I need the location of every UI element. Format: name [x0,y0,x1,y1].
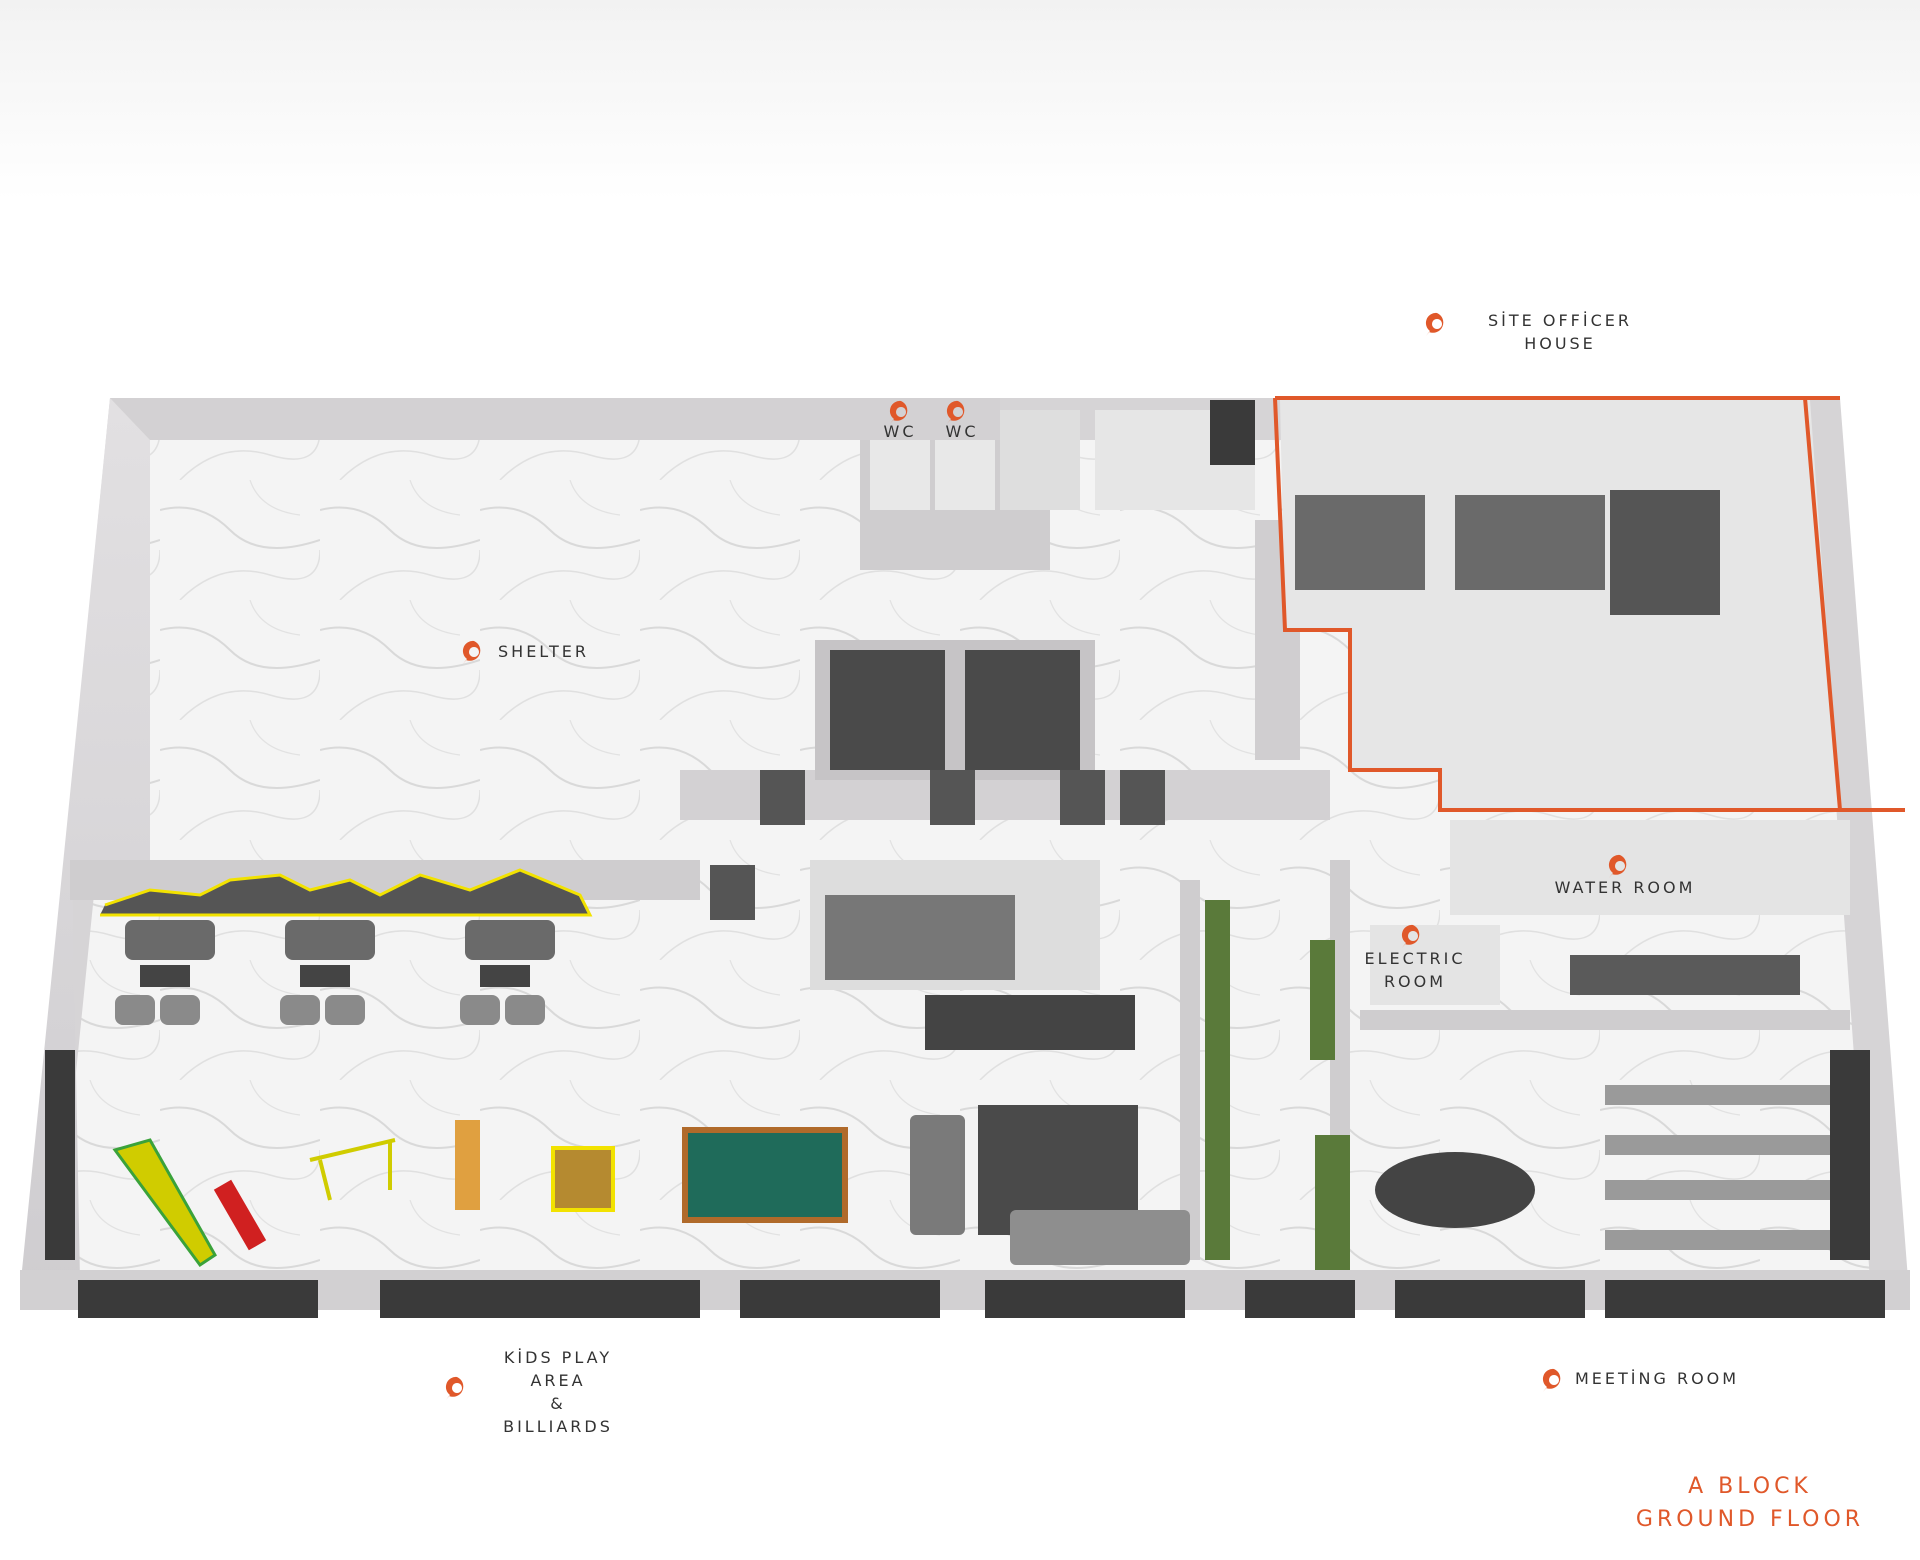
electric-room-line-2: ROOM [1383,972,1447,991]
lounge-sofa-side [910,1115,965,1235]
wc-label-1: WC [883,422,917,441]
meeting-table [1375,1152,1535,1228]
lounge-wall [1180,880,1200,1260]
kids-play-area-line-1: KİDS PLAY [503,1348,613,1367]
outer-wall-top [110,398,1000,440]
location-pin-icon [462,640,481,664]
swing [309,1138,396,1201]
bedroom-1 [1295,495,1425,590]
meeting-room-wall [1360,1010,1850,1030]
location-pin-icon [889,400,908,424]
rocking-horse [455,1120,480,1210]
meeting-chairs [1605,1085,1845,1250]
planter-strip-2 [1310,940,1335,1060]
location-pin-icon [445,1376,464,1400]
armchairs [115,995,545,1025]
location-pin-icon [946,400,965,424]
location-pin-icon [1401,924,1420,948]
electric-room-label: ELECTRIC ROOM [1360,947,1470,993]
front-windows [78,1280,1885,1318]
seesaw [213,1179,267,1251]
water-room-label: WATER ROOM [1554,878,1696,897]
lounge-sofa [1010,1210,1190,1265]
kids-play-area-label: KİDS PLAY AREA & BILLIARDS [483,1346,633,1438]
side-windows [45,400,1870,1260]
sofa-group [125,920,555,960]
site-officer-house-line-1: SİTE OFFİCER [1488,311,1632,330]
billiard-table [682,1127,848,1223]
storage-room [1000,410,1080,510]
meeting-cabinet [1570,955,1800,995]
living-rug [1610,490,1720,615]
wc-room-2 [935,440,995,510]
background-fade [0,0,1920,200]
sandbox [551,1146,615,1212]
location-pin-icon [1542,1368,1561,1392]
climbing-wall [100,868,593,917]
shelter-bottom-wall [680,770,1330,820]
site-officer-outline [1273,396,1843,812]
planter-strip-3 [1315,1135,1350,1270]
site-officer-house-floor [1280,400,1840,810]
location-pin-icon [1608,854,1627,878]
kids-play-area-line-3: & [550,1394,566,1413]
coffee-tables [140,965,530,987]
kids-play-area-line-2: AREA [530,1371,586,1390]
kitchen-counter [925,995,1135,1050]
block-title-line-1: A BLOCK [1688,1474,1812,1499]
elevator-shaft-1 [830,650,945,770]
interior-doors [710,770,1165,920]
location-pin-icon [1425,312,1444,336]
site-officer-house-line-2: HOUSE [1524,334,1596,353]
planter-strip [1205,900,1230,1260]
elevator-shaft-2 [965,650,1080,770]
slide [112,1138,217,1268]
electric-room [1370,925,1500,1005]
bedroom-2 [1455,495,1605,590]
site-officer-house-label: SİTE OFFİCER HOUSE [1460,309,1660,355]
block-title-line-2: GROUND FLOOR [1635,1507,1865,1532]
wc-room-1 [870,440,930,510]
kids-play-area-line-4: BILLIARDS [503,1417,613,1436]
staircase [825,895,1015,980]
shelter-label: SHELTER [498,642,590,661]
wc-label-2: WC [945,422,979,441]
block-title: A BLOCK GROUND FLOOR [1610,1470,1890,1536]
meeting-room-label: MEETİNG ROOM [1575,1369,1740,1388]
electric-room-line-1: ELECTRIC [1364,949,1466,968]
water-room [1450,820,1850,915]
